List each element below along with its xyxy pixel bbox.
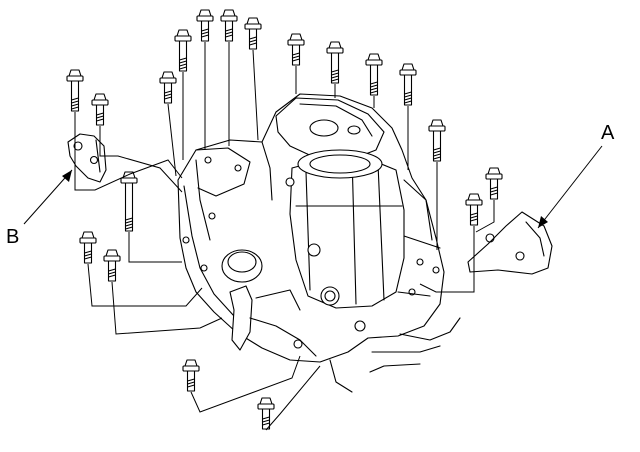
leader-lines <box>74 42 495 431</box>
callout-b-arrow <box>23 169 73 225</box>
bracket-a-icon <box>467 211 553 275</box>
bracket-b-icon <box>67 133 107 183</box>
callout-a-arrow <box>537 145 603 229</box>
transmission-housing-icon <box>177 93 461 393</box>
callout-a-label: A <box>601 122 615 144</box>
callout-b-label: B <box>6 226 19 248</box>
